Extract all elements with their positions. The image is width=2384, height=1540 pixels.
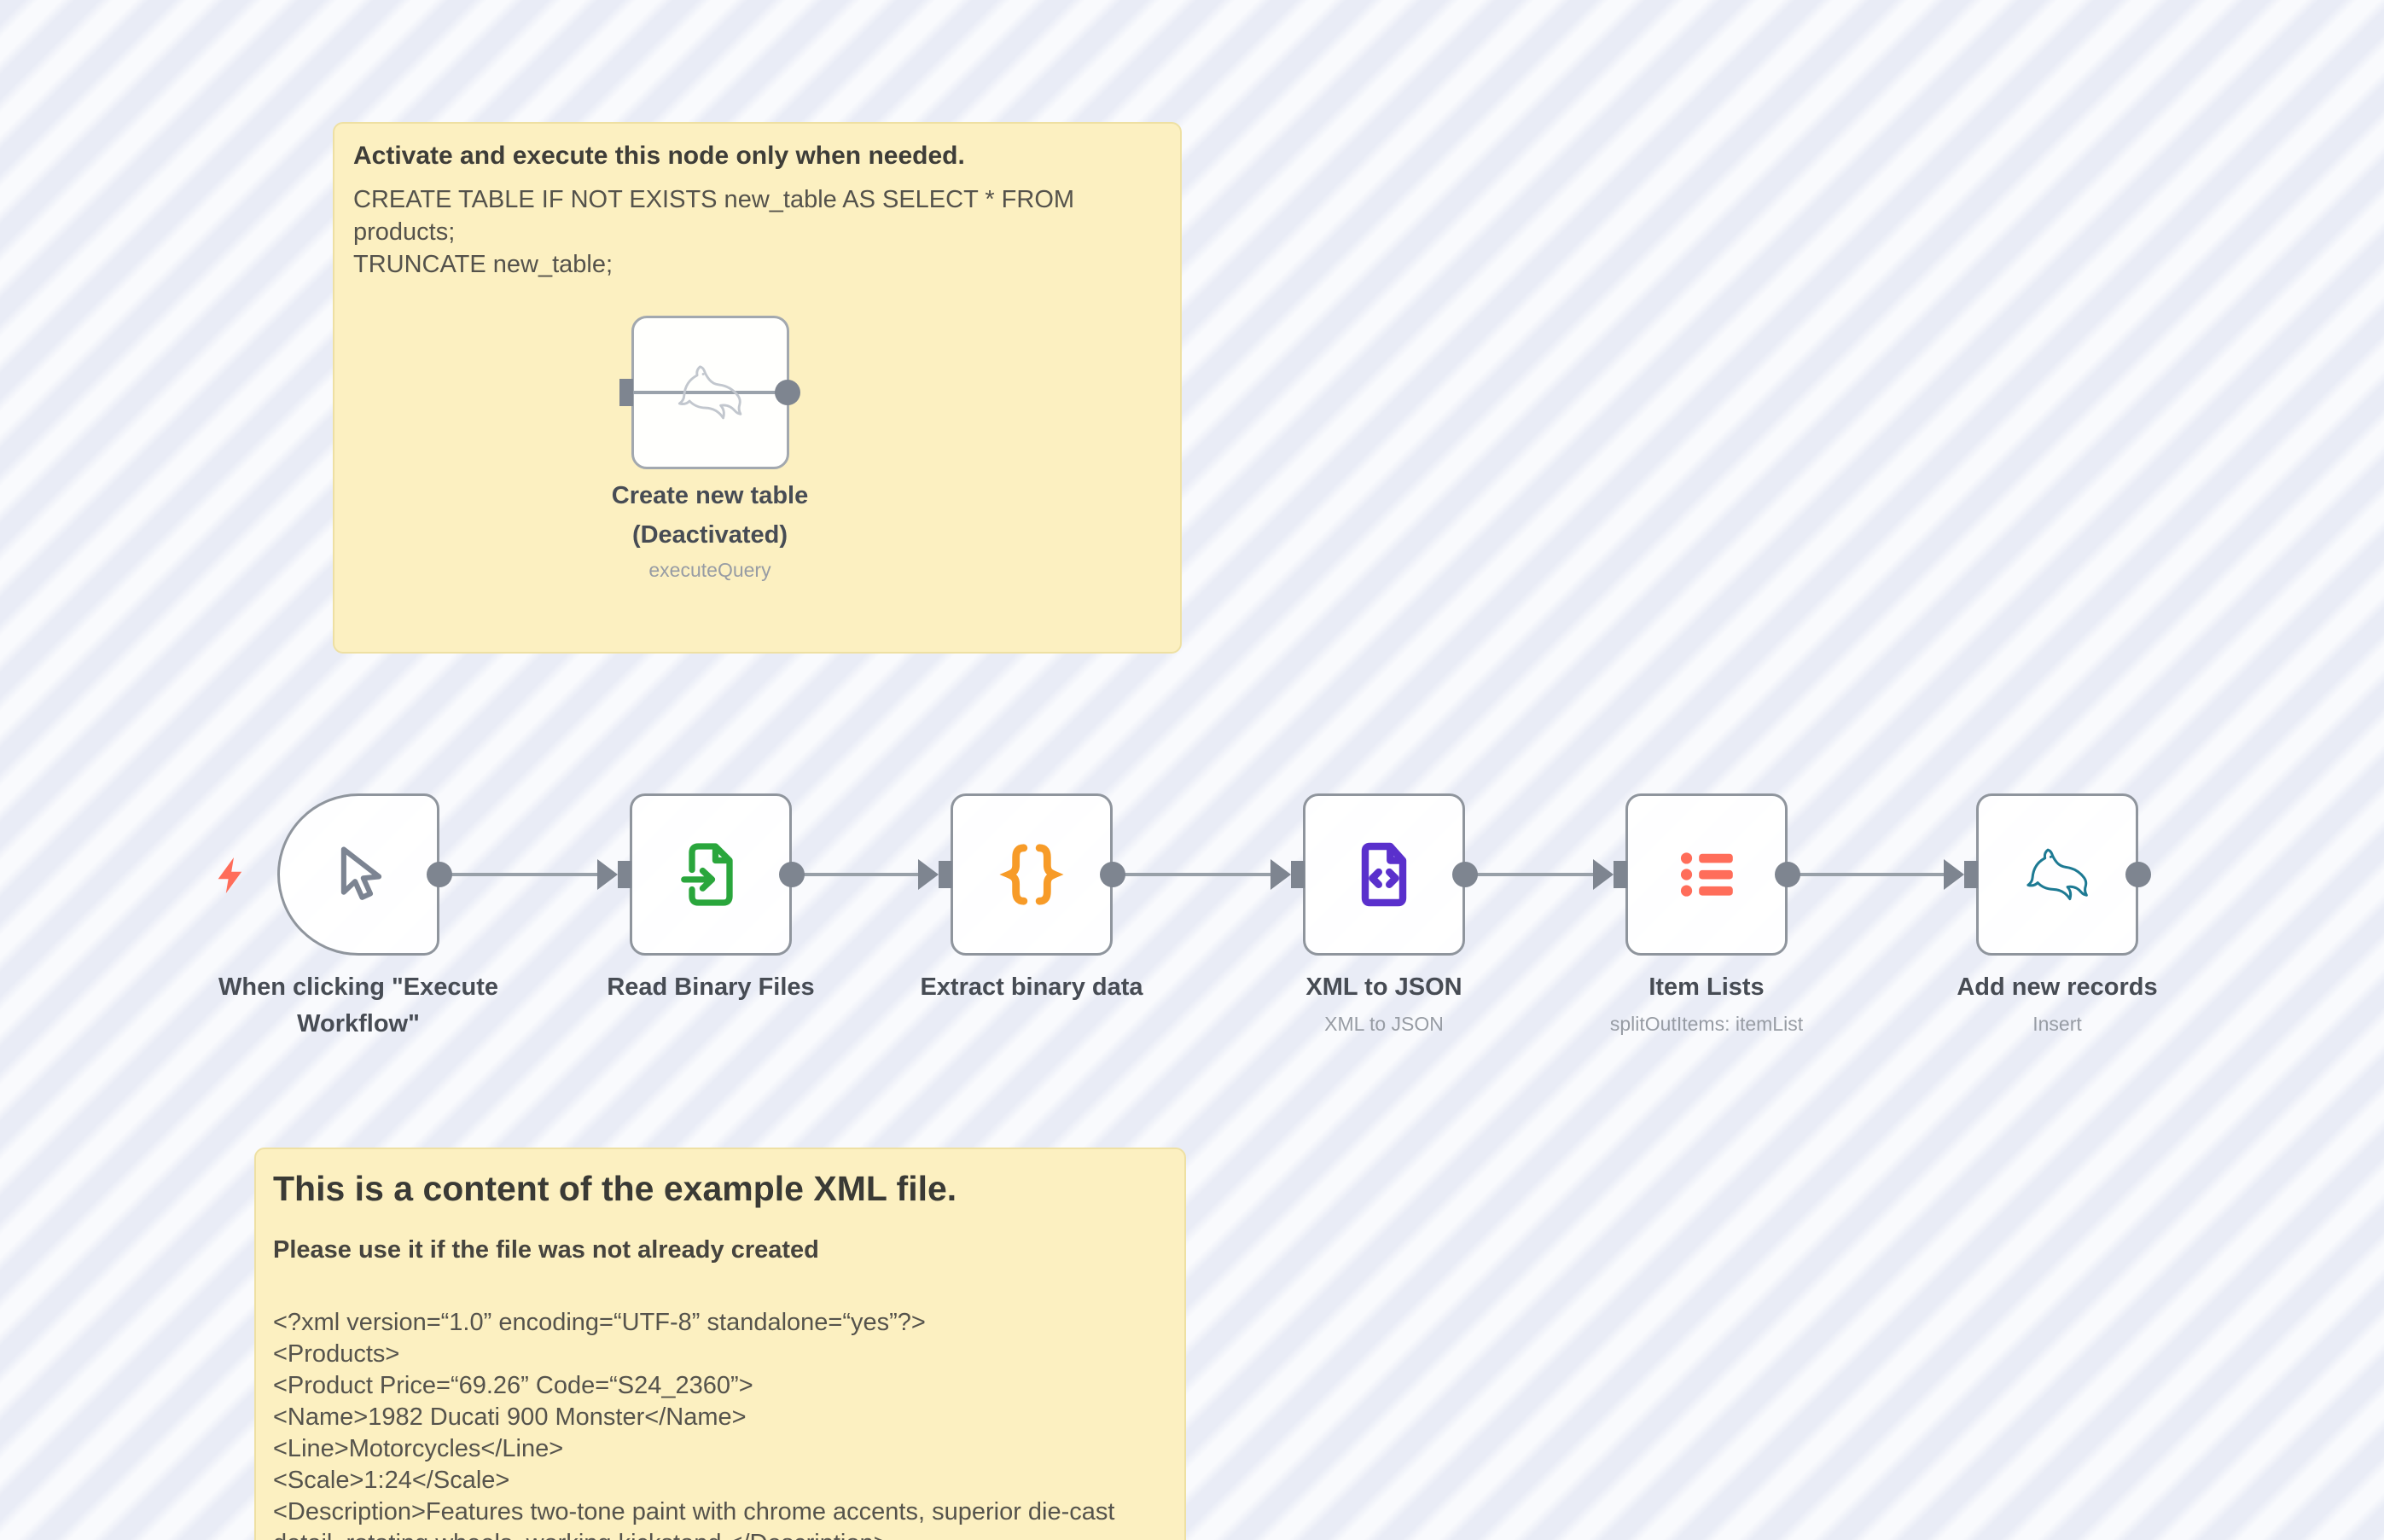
input-port-arrow-icon[interactable]: [597, 859, 618, 890]
input-port[interactable]: [939, 861, 952, 888]
input-port-arrow-icon[interactable]: [918, 859, 939, 890]
node-label: Add new records: [1957, 973, 2158, 1001]
sticky-note-title: Activate and execute this node only when…: [353, 142, 965, 170]
sticky-note-xml[interactable]: [254, 1148, 1186, 1540]
xml-line: <Line>Motorcycles</Line>: [273, 1435, 564, 1462]
file-import-icon: [681, 843, 733, 906]
cursor-icon: [340, 846, 382, 900]
file-code-icon: [1361, 842, 1407, 907]
input-port[interactable]: [1291, 861, 1305, 888]
node-add-new-records[interactable]: [1976, 793, 2138, 956]
node-subtitle: Insert: [2032, 1013, 2082, 1035]
node-label: XML to JSON: [1305, 973, 1462, 1001]
list-icon: [1680, 852, 1733, 897]
output-port[interactable]: [1100, 862, 1125, 887]
input-port[interactable]: [619, 379, 633, 406]
input-port-arrow-icon[interactable]: [1593, 859, 1614, 890]
output-port[interactable]: [775, 380, 800, 405]
output-port[interactable]: [2125, 862, 2151, 887]
node-label: Item Lists: [1648, 973, 1765, 1001]
sticky-note-heading: This is a content of the example XML fil…: [273, 1169, 957, 1208]
xml-line: <Description>Features two-tone paint wit…: [273, 1498, 1115, 1525]
mysql-dolphin-icon-disabled: [677, 365, 742, 420]
connection-line[interactable]: [1463, 873, 1593, 876]
xml-line: <Name>1982 Ducati 900 Monster</Name>: [273, 1403, 747, 1431]
connection-line[interactable]: [1111, 873, 1270, 876]
xml-line: detail, rotating wheels, working kicksta…: [273, 1528, 1114, 1540]
curly-braces-icon: [999, 844, 1064, 905]
xml-content: <?xml version=“1.0” encoding=“UTF-8” sta…: [273, 1307, 1114, 1540]
output-port[interactable]: [1775, 862, 1800, 887]
output-port[interactable]: [1452, 862, 1478, 887]
xml-line: <?xml version=“1.0” encoding=“UTF-8” sta…: [273, 1309, 926, 1336]
mysql-dolphin-icon: [2026, 848, 2088, 901]
node-label: Read Binary Files: [607, 973, 815, 1001]
xml-line: <Scale>1:24</Scale>: [273, 1467, 510, 1494]
sticky-note-subheading: Please use it if the file was not alread…: [273, 1236, 819, 1264]
sticky-note-sql-line: products;: [353, 218, 456, 246]
connection-line[interactable]: [438, 873, 599, 876]
node-subtitle: splitOutItems: itemList: [1609, 1013, 1804, 1035]
node-xml-to-json[interactable]: [1303, 793, 1465, 956]
input-port[interactable]: [1964, 861, 1978, 888]
node-label: Create new table (Deactivated): [611, 482, 809, 549]
xml-line: <Product Price=“69.26” Code=“S24_2360”>: [273, 1372, 753, 1399]
input-port[interactable]: [1614, 861, 1627, 888]
connection-line[interactable]: [790, 873, 918, 876]
input-port-arrow-icon[interactable]: [1270, 859, 1291, 890]
execute-workflow-bolt-icon: [218, 857, 242, 893]
connection-line[interactable]: [1786, 873, 1944, 876]
node-label: Extract binary data: [920, 973, 1143, 1001]
input-port-arrow-icon[interactable]: [1944, 859, 1964, 890]
sticky-note-sql-line: TRUNCATE new_table;: [353, 251, 613, 278]
node-label: When clicking "Execute Workflow": [218, 973, 498, 1037]
input-port[interactable]: [618, 861, 631, 888]
output-port[interactable]: [779, 862, 805, 887]
sticky-note-sql-line: CREATE TABLE IF NOT EXISTS new_table AS …: [353, 186, 1075, 213]
disabled-passthrough-line: [633, 391, 788, 394]
output-port[interactable]: [427, 862, 452, 887]
xml-line: <Products>: [273, 1340, 400, 1368]
node-subtitle: XML to JSON: [1324, 1013, 1444, 1035]
node-subtitle: executeQuery: [648, 559, 771, 581]
